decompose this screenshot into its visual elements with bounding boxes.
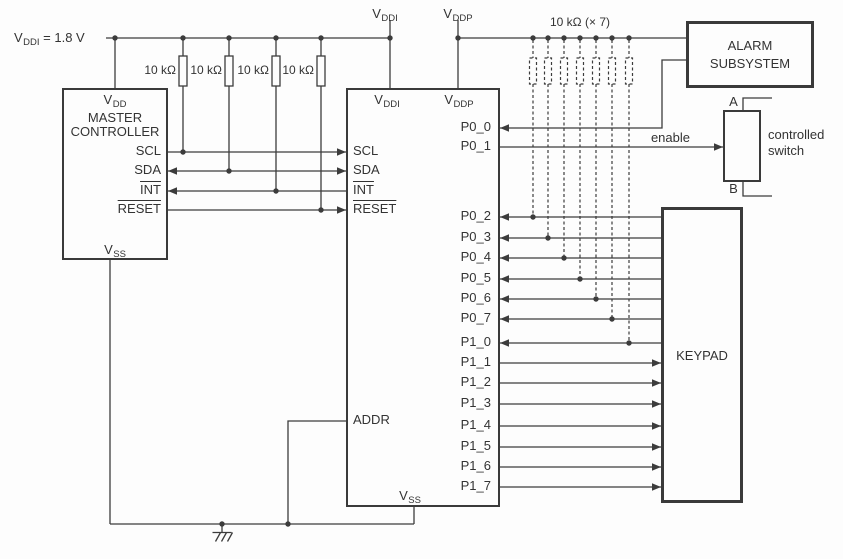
expander-vss-pin-label: VSS bbox=[399, 488, 421, 506]
vddp-rail-wire bbox=[457, 20, 686, 88]
expander-pin-p1-1: P1_1 bbox=[460, 354, 491, 369]
switch-terminal-b-label: B bbox=[729, 181, 738, 196]
master-name-line1: MASTER bbox=[87, 110, 143, 125]
expander-pin-p1-3: P1_3 bbox=[460, 395, 491, 410]
expander-pin-p1-6: P1_6 bbox=[460, 458, 491, 473]
switch-caption-line2: switch bbox=[768, 143, 805, 158]
vddp-net-label: VDDP bbox=[443, 6, 473, 24]
master-pin-reset: RESET bbox=[117, 201, 161, 216]
pullup-resistor-label-1: 10 kΩ bbox=[144, 63, 176, 77]
keypad-pullup-resistors bbox=[528, 40, 634, 343]
alarm-name-line2: SUBSYSTEM bbox=[709, 56, 791, 71]
expander-pin-p0-2: P0_2 bbox=[460, 208, 491, 223]
master-pin-int: INT bbox=[140, 182, 161, 197]
io-expander-box: VDDI VDDP SCL SDA INT RESET P0_0 P0_1 P0… bbox=[346, 88, 500, 507]
master-pin-scl: SCL bbox=[135, 143, 161, 158]
pullup-resistor-label-2: 10 kΩ bbox=[190, 63, 222, 77]
master-vss-pin-label: VSS bbox=[104, 242, 126, 260]
expander-pin-addr: ADDR bbox=[353, 412, 390, 427]
vddi-net-label: VDDI bbox=[372, 6, 398, 24]
junction-dots bbox=[112, 35, 632, 527]
master-vdd-pin-label: VDD bbox=[103, 92, 127, 110]
enable-signal-label: enable bbox=[650, 130, 690, 145]
expander-pin-p1-0: P1_0 bbox=[460, 334, 491, 349]
master-name-line2: CONTROLLER bbox=[70, 124, 160, 139]
expander-pin-p0-0: P0_0 bbox=[460, 119, 491, 134]
keypad-box: KEYPAD bbox=[661, 207, 743, 503]
expander-pin-p1-4: P1_4 bbox=[460, 417, 491, 432]
expander-pin-p0-5: P0_5 bbox=[460, 270, 491, 285]
expander-pin-reset: RESET bbox=[353, 201, 397, 216]
expander-vddp-pin-label: VDDP bbox=[444, 92, 474, 110]
expander-pin-p0-4: P0_4 bbox=[460, 249, 491, 264]
master-controller-box: VDD MASTER CONTROLLER SCL SDA INT RESET … bbox=[62, 88, 168, 260]
expander-pin-sda: SDA bbox=[353, 162, 380, 177]
expander-pin-p1-2: P1_2 bbox=[460, 374, 491, 389]
port1-wires bbox=[500, 339, 661, 491]
expander-pin-p0-1: P0_1 bbox=[460, 138, 491, 153]
alarm-name-line1: ALARM bbox=[727, 38, 773, 53]
expander-pin-scl: SCL bbox=[353, 143, 379, 158]
switch-caption-line1: controlled bbox=[768, 127, 825, 142]
vddi-rail-wire bbox=[106, 20, 391, 88]
expander-pin-p0-3: P0_3 bbox=[460, 229, 491, 244]
expander-vddi-pin-label: VDDI bbox=[374, 92, 400, 110]
pullup-resistor-label-4: 10 kΩ bbox=[282, 63, 314, 77]
keypad-name: KEYPAD bbox=[676, 347, 728, 363]
alarm-subsystem-box: ALARM SUBSYSTEM bbox=[686, 21, 814, 88]
ground-wires bbox=[109, 260, 415, 525]
switch-terminal-a-label: A bbox=[729, 94, 738, 109]
expander-pin-p0-6: P0_6 bbox=[460, 290, 491, 305]
expander-pin-p1-5: P1_5 bbox=[460, 438, 491, 453]
pullup-resistor-label-3: 10 kΩ bbox=[237, 63, 269, 77]
expander-pin-int: INT bbox=[353, 182, 374, 197]
master-pin-sda: SDA bbox=[134, 162, 161, 177]
expander-pin-p1-7: P1_7 bbox=[460, 478, 491, 493]
i2c-pullup-resistors bbox=[178, 38, 326, 210]
controlled-switch-box bbox=[723, 110, 761, 182]
keypad-pullups-label: 10 kΩ (× 7) bbox=[550, 15, 610, 29]
i2c-bus-wires bbox=[168, 148, 346, 214]
vddi-source-label: VDDI = 1.8 V bbox=[14, 30, 85, 48]
expander-pin-p0-7: P0_7 bbox=[460, 310, 491, 325]
